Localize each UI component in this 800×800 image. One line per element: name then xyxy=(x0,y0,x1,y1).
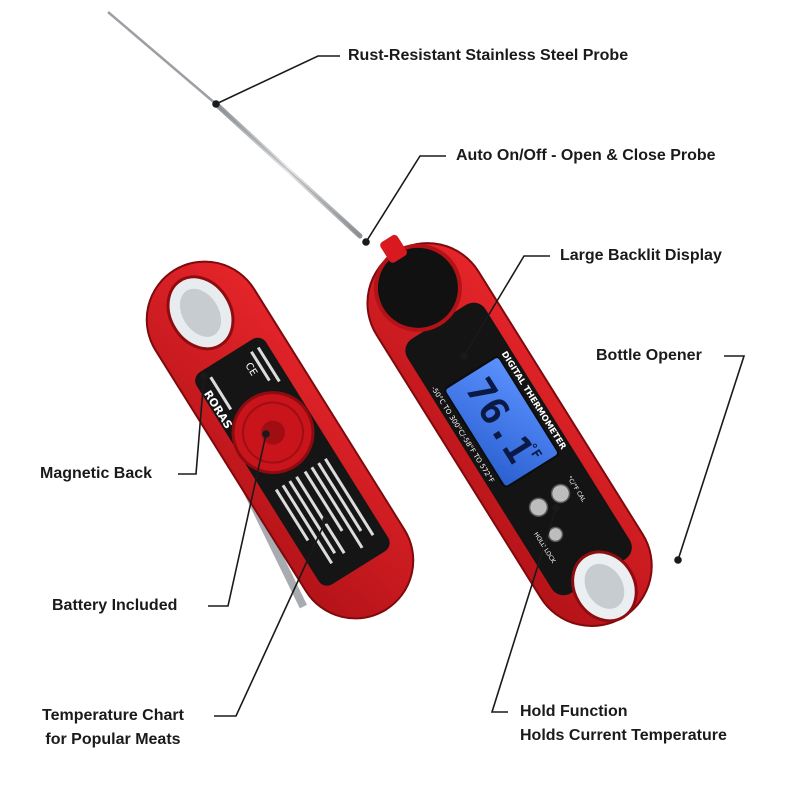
callout-hold: Hold Function Holds Current Temperature xyxy=(520,700,727,748)
leader-auto-on-off xyxy=(365,155,446,243)
callout-hold-line1: Hold Function xyxy=(520,703,628,720)
leader-probe xyxy=(215,55,340,105)
leader-lines xyxy=(178,55,746,717)
callout-auto-on-off-text: Auto On/Off - Open & Close Probe xyxy=(456,147,716,164)
callout-magnetic-back: Magnetic Back xyxy=(40,462,152,486)
callout-temp-chart: Temperature Chart for Popular Meats xyxy=(42,704,184,752)
callout-battery: Battery Included xyxy=(52,594,177,618)
leader-display xyxy=(463,255,550,357)
bottle-opener-hole-front xyxy=(571,550,638,623)
printed-instructions xyxy=(209,346,375,565)
callout-probe: Rust-Resistant Stainless Steel Probe xyxy=(348,44,628,68)
callout-probe-text: Rust-Resistant Stainless Steel Probe xyxy=(348,47,629,64)
lcd-unit: °F xyxy=(523,441,544,462)
leader-magnetic xyxy=(178,375,205,475)
callout-auto-on-off: Auto On/Off - Open & Close Probe xyxy=(456,144,716,168)
leader-battery xyxy=(208,433,267,607)
callout-display-text: Large Backlit Display xyxy=(560,247,722,264)
leader-bottle-opener xyxy=(677,355,746,561)
callout-hold-line2: Holds Current Temperature xyxy=(520,727,727,744)
cf-cal-button[interactable] xyxy=(548,481,573,506)
bottle-opener-hole-back xyxy=(166,275,235,351)
thermometer-back: RORAS CE xyxy=(145,260,415,620)
callout-battery-text: Battery Included xyxy=(52,597,178,614)
callout-temp-chart-line1: Temperature Chart xyxy=(42,707,184,724)
hold-button[interactable] xyxy=(546,525,565,544)
callout-bottle-opener: Bottle Opener xyxy=(596,344,702,368)
callout-display: Large Backlit Display xyxy=(560,244,722,268)
leader-temp-chart xyxy=(214,519,327,717)
callout-temp-chart-line2: for Popular Meats xyxy=(45,731,181,748)
backlight-button[interactable] xyxy=(526,495,551,520)
callout-magnetic-back-text: Magnetic Back xyxy=(40,465,153,482)
magnet-disc xyxy=(231,391,315,475)
leader-hold xyxy=(490,507,557,713)
probe-hinge xyxy=(373,234,462,332)
steel-probe xyxy=(107,11,363,239)
callout-bottle-opener-text: Bottle Opener xyxy=(596,347,702,364)
